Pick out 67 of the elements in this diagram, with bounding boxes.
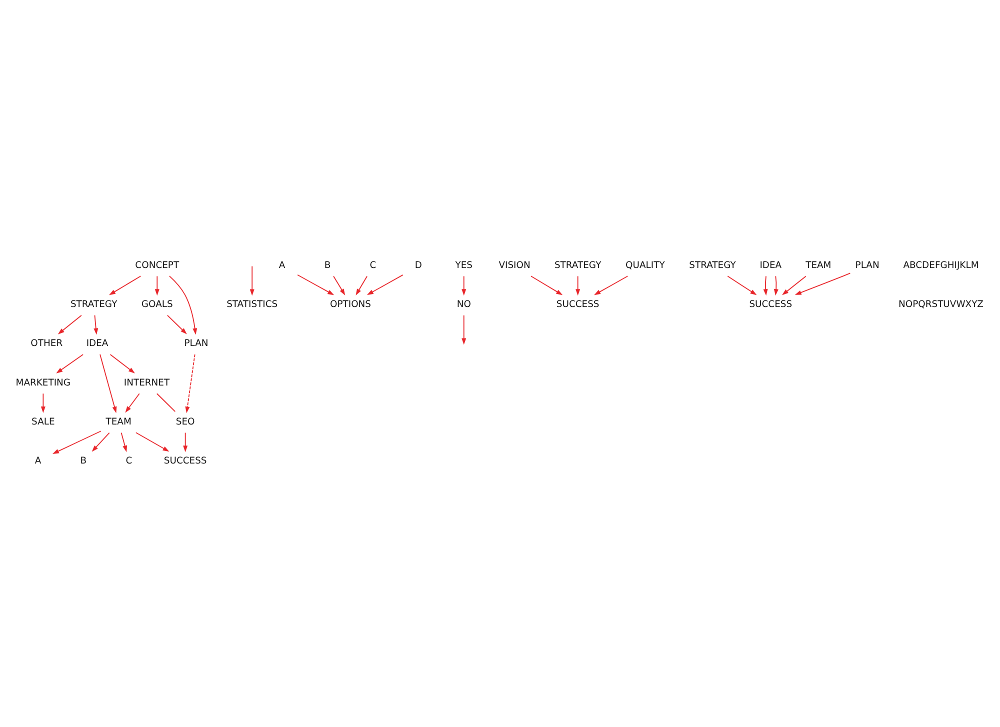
arrow: [462, 276, 466, 296]
arrow: [594, 276, 628, 296]
arrow: [250, 266, 254, 296]
arrow: [183, 432, 188, 452]
node-text: INTERNET: [124, 377, 170, 388]
arrow: [110, 354, 135, 374]
label: ABCDEFGHIJKLM: [903, 260, 979, 271]
arrow: [109, 276, 142, 296]
node-text: SEO: [176, 416, 195, 428]
label: NOPQRSTUVWXYZ: [898, 298, 984, 310]
node-text: TEAM: [106, 416, 132, 428]
node-text: STATISTICS: [226, 298, 278, 310]
node-text: IDEA: [86, 338, 108, 350]
node-text: B: [324, 260, 331, 271]
node-text: B: [80, 456, 87, 467]
arrow: [56, 354, 84, 374]
node-text: D: [414, 260, 422, 271]
node-text: SUCCESS: [556, 298, 600, 310]
arrow: [92, 432, 110, 452]
node-text: NO: [456, 298, 471, 310]
arrow: [135, 432, 170, 452]
node-text: C: [126, 456, 132, 467]
arrow: [462, 314, 466, 345]
node-text: STRATEGY: [70, 298, 118, 310]
arrow: [763, 276, 768, 296]
node-text: PLAN: [855, 260, 880, 271]
node-text: SUCCESS: [749, 298, 792, 310]
arrow: [94, 314, 98, 335]
arrow: [52, 430, 102, 454]
arrow: [168, 276, 198, 335]
arrow: [782, 276, 806, 296]
arrow: [727, 276, 757, 296]
node-text: C: [370, 260, 376, 271]
arrow: [185, 354, 196, 414]
arrow: [576, 276, 580, 296]
arrow: [58, 314, 82, 334]
node-text: STRATEGY: [689, 260, 736, 271]
node-text: MARKETING: [16, 377, 71, 388]
arrow: [297, 274, 334, 296]
node-text: IDEA: [760, 260, 782, 271]
arrow: [40, 393, 46, 413]
node-text: OPTIONS: [330, 298, 372, 310]
connector: [156, 393, 176, 412]
node-text: VISION: [498, 260, 530, 271]
node-text: TEAM: [806, 260, 832, 271]
arrow: [333, 276, 346, 296]
arrow: [100, 354, 117, 414]
node-text: OTHER: [30, 338, 63, 350]
arrow: [120, 432, 128, 452]
arrow: [794, 272, 851, 295]
node-text: SALE: [32, 416, 55, 428]
node-text: GOALS: [141, 298, 173, 310]
arrow: [366, 274, 404, 296]
node-text: YES: [455, 260, 473, 271]
arrow: [774, 276, 778, 296]
node-text: SUCCESS: [164, 456, 207, 467]
node-text: STRATEGY: [554, 260, 602, 271]
arrow: [154, 276, 160, 296]
node-text: A: [278, 260, 286, 271]
node-text: CONCEPT: [135, 260, 180, 271]
node-text: PLAN: [184, 338, 208, 350]
arrow: [356, 276, 368, 296]
node-text: QUALITY: [626, 260, 665, 271]
arrow: [530, 276, 563, 296]
arrow: [125, 393, 140, 413]
node-text: A: [34, 456, 42, 467]
arrow: [166, 314, 187, 334]
